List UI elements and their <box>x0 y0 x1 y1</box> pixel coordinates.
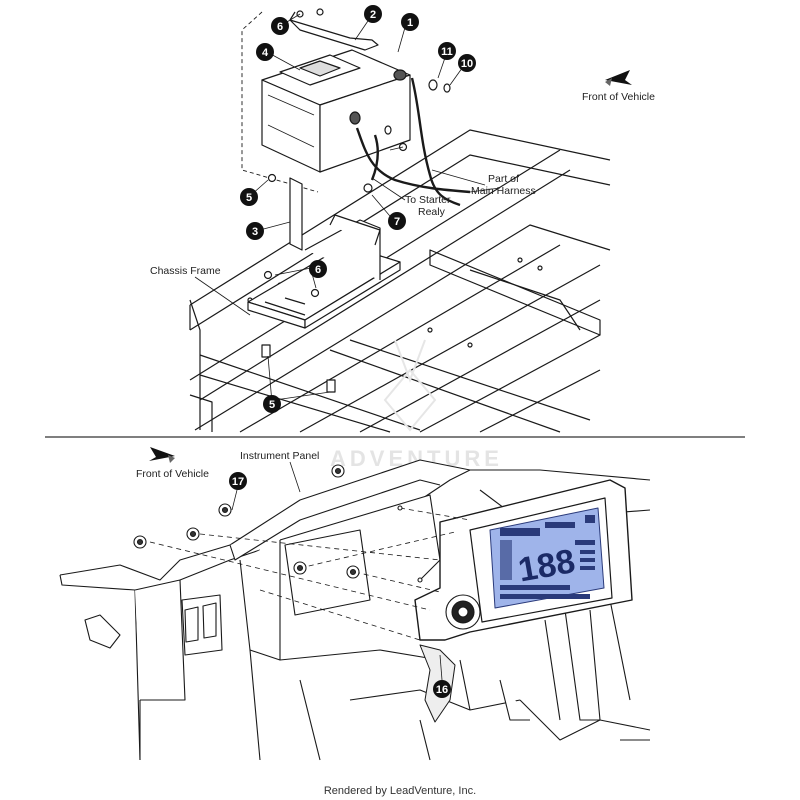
battery-tray <box>247 177 401 329</box>
screw-d <box>331 464 345 478</box>
battery-explode-outline <box>241 11 319 193</box>
callout-7: 7 <box>388 212 406 230</box>
bolt-5a <box>267 173 277 183</box>
labels-bottom: Front of Vehicle Instrument Panel <box>136 450 319 480</box>
label-front-of-vehicle-top: Front of Vehicle <box>582 91 655 103</box>
screw-c <box>218 503 232 517</box>
svg-text:3: 3 <box>252 226 258 238</box>
washer-11 <box>428 79 438 91</box>
alignment-lines <box>149 507 471 641</box>
label-realy: Realy <box>418 206 446 218</box>
callout-5a: 5 <box>240 188 258 206</box>
instrument-cluster: 188 <box>414 479 633 723</box>
front-arrow-bottom <box>149 447 175 463</box>
labels-top: Front of Vehicle Part of Main Harness To… <box>150 91 655 277</box>
screw-f <box>346 565 360 579</box>
svg-text:5: 5 <box>269 399 275 411</box>
battery <box>261 49 411 173</box>
svg-text:16: 16 <box>436 684 448 696</box>
label-front-of-vehicle-bottom: Front of Vehicle <box>136 468 209 480</box>
label-instrument-panel: Instrument Panel <box>240 450 319 462</box>
screw-b <box>186 527 200 541</box>
top-diagram <box>189 8 632 433</box>
screw-e <box>293 561 307 575</box>
svg-text:6: 6 <box>277 21 283 33</box>
footer-credit: Rendered by LeadVenture, Inc. <box>324 785 476 797</box>
svg-text:5: 5 <box>246 192 252 204</box>
bolt-7 <box>363 183 373 193</box>
callouts-top: 1 2 3 4 5 5 6 6 7 10 11 <box>240 5 476 413</box>
label-to-starter: To Starter <box>405 194 451 206</box>
callouts-bottom: 16 17 <box>229 472 451 698</box>
bolt-5c <box>326 379 336 393</box>
callout-4: 4 <box>256 43 274 61</box>
callout-11: 11 <box>438 42 456 60</box>
control-button <box>445 594 481 630</box>
nut-6b <box>310 288 320 298</box>
callout-10: 10 <box>458 54 476 72</box>
bolt-5b <box>261 344 271 358</box>
leader-lines-bottom <box>231 461 443 681</box>
svg-text:4: 4 <box>262 47 269 59</box>
callout-2: 2 <box>364 5 382 23</box>
callout-5b: 5 <box>263 395 281 413</box>
svg-text:2: 2 <box>370 9 376 21</box>
label-chassis-frame: Chassis Frame <box>150 265 221 277</box>
label-part-of: Part of <box>488 173 519 185</box>
screw-a <box>133 535 147 549</box>
callout-17: 17 <box>229 472 247 490</box>
callout-6b: 6 <box>309 260 327 278</box>
svg-text:7: 7 <box>394 216 400 228</box>
svg-text:1: 1 <box>407 17 413 29</box>
bolt-10 <box>443 83 451 93</box>
svg-text:11: 11 <box>441 46 453 58</box>
callout-3: 3 <box>246 222 264 240</box>
fasteners-top <box>261 79 451 393</box>
bottom-diagram: 188 <box>59 447 651 761</box>
chassis-frame <box>189 129 611 433</box>
battery-cables <box>355 77 471 207</box>
nut-6 <box>263 270 273 280</box>
callout-1: 1 <box>401 13 419 31</box>
svg-text:17: 17 <box>232 476 244 488</box>
svg-text:10: 10 <box>461 58 473 70</box>
callout-6a: 6 <box>271 17 289 35</box>
front-arrow-top <box>605 70 632 86</box>
lcd-segments <box>500 515 595 599</box>
label-main-harness: Main Harness <box>471 185 536 197</box>
callout-16: 16 <box>433 680 451 698</box>
fasteners-bottom <box>133 464 423 583</box>
dash-structure <box>59 459 651 761</box>
svg-text:6: 6 <box>315 264 321 276</box>
